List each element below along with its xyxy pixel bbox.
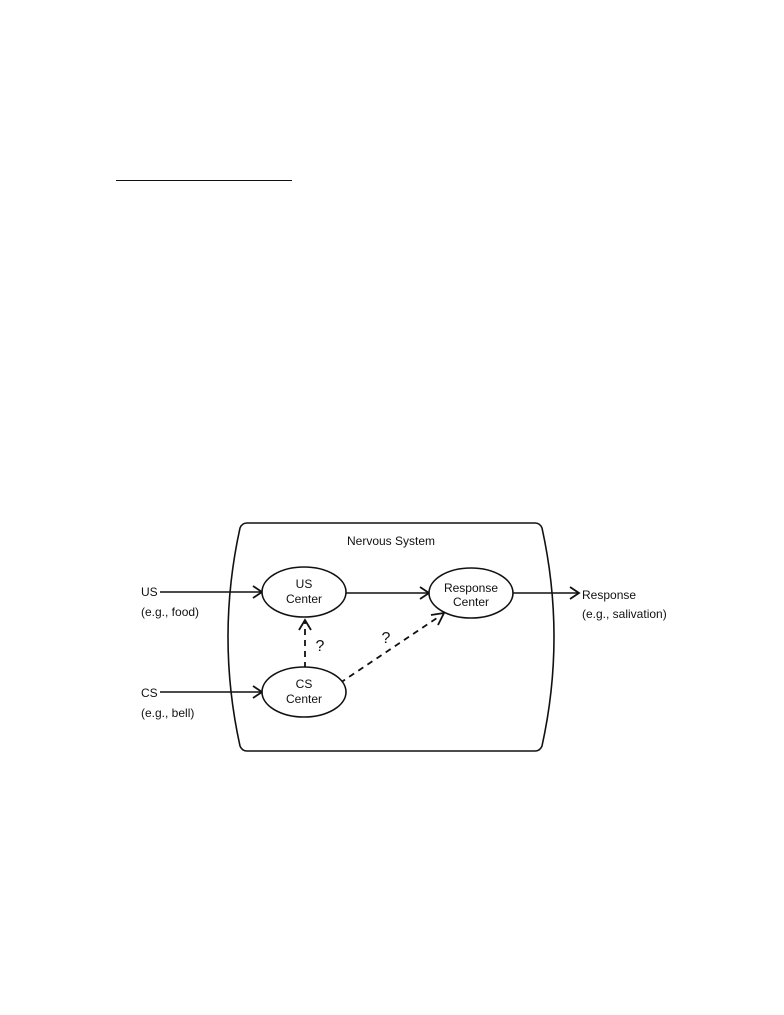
cs-response-link-question-mark: ? [382,630,391,647]
cs-to-response-arrowhead [431,613,444,625]
nervous-system-title: Nervous System [347,534,435,548]
us-input-label: US [141,585,158,599]
cs-to-response-dashed-link [340,616,440,683]
cs-center-label-line2: Center [286,692,322,706]
us-center-label-line1: US [296,577,313,591]
cs-input-label: CS [141,686,158,700]
us-center-label-line2: Center [286,592,322,606]
response-center-label-line2: Center [453,595,489,609]
cs-to-us-arrowhead [299,620,311,630]
response-center-label-line1: Response [444,581,498,595]
us-input-example: (e.g., food) [141,605,199,619]
response-output-example: (e.g., salivation) [582,607,667,621]
nervous-system-boundary [228,523,554,751]
response-output-label: Response [582,588,636,602]
cs-us-link-question-mark: ? [316,638,325,655]
cs-input-example: (e.g., bell) [141,706,194,720]
cs-center-label-line1: CS [296,677,313,691]
